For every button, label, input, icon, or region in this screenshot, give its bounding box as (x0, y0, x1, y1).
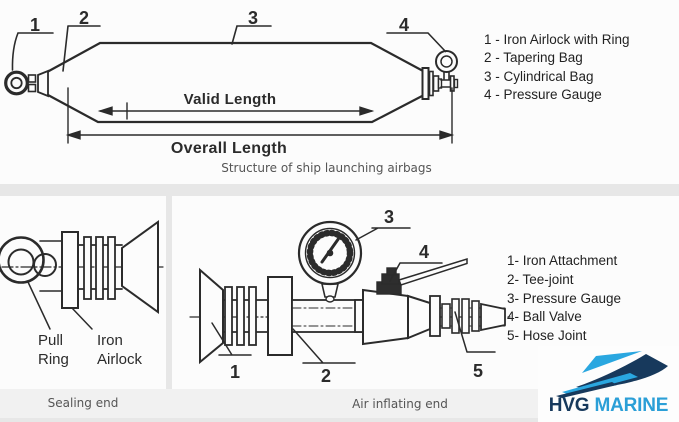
air-inflating-end-caption: Air inflating end (352, 397, 448, 411)
overall-length-dimension (65, 87, 455, 144)
airbag-overview-drawing: 1 2 3 4 Valid Length Overall Length (4, 8, 459, 157)
list-item: 1 - Iron Airlock with Ring (484, 32, 630, 47)
ball-valve-drawing (354, 257, 468, 346)
air-inflating-end-drawing: 1 2 3 4 5 (189, 207, 512, 386)
callout-1-label: 1 (230, 362, 240, 382)
list-item: 2- Tee-joint (507, 271, 574, 287)
callout-2-label: 2 (321, 366, 331, 386)
list-item: 4 - Pressure Gauge (484, 86, 602, 102)
valid-length-label: Valid Length (184, 91, 277, 108)
airlock-ring-drawing (4, 69, 49, 98)
overall-length-label: Overall Length (171, 140, 287, 157)
list-item: 2 - Tapering Bag (484, 50, 583, 66)
list-item: 1- Iron Attachment (507, 253, 618, 268)
top-legend: 1 - Iron Airlock with Ring 2 - Tapering … (484, 31, 630, 104)
list-item: 3 - Cylindrical Bag (484, 68, 594, 84)
iron-attachment-drawing (199, 267, 269, 365)
tee-joint-drawing (267, 276, 363, 356)
callout-1-label: 1 (30, 15, 40, 35)
ship-logo-icon (556, 351, 668, 398)
list-item: 5- Hose Joint (507, 328, 587, 344)
valve-gauge-assembly-drawing (421, 50, 459, 100)
list-item: 4- Ball Valve (507, 309, 582, 325)
sealing-end-caption: Sealing end (47, 396, 119, 410)
airbag-overview-panel: 1 2 3 4 Valid Length Overall Length Stru… (0, 0, 679, 184)
callout-3-label: 3 (248, 8, 258, 28)
logo-hvg-text: HVG (548, 395, 590, 416)
pull-ring-drawing (0, 236, 57, 284)
iron-airlock-label2: Airlock (97, 351, 143, 368)
pull-ring-label2: Ring (38, 351, 69, 368)
list-item: 3- Pressure Gauge (507, 290, 622, 306)
iron-airlock-drawing (39, 220, 159, 314)
hvg-marine-logo: HVG MARINE (538, 346, 679, 422)
logo-marine-text: MARINE (594, 395, 669, 416)
logo-wordmark: HVG MARINE (538, 395, 679, 417)
valid-length-dimension (97, 102, 375, 120)
top-caption: Structure of ship launching airbags (221, 161, 432, 175)
airbag-body-outline (46, 41, 426, 124)
callout-3-label: 3 (384, 207, 394, 227)
pull-ring-label: Pull (38, 332, 63, 349)
iron-airlock-label: Iron (97, 332, 123, 349)
callout-2-label: 2 (79, 8, 89, 28)
label-leaders (27, 281, 93, 330)
sealing-end-drawing: Pull Ring Iron Airlock (0, 220, 164, 368)
callout-5-label: 5 (473, 361, 483, 381)
pressure-gauge-drawing (297, 220, 363, 303)
air-legend: 1- Iron Attachment 2- Tee-joint 3- Press… (507, 252, 621, 346)
sealing-end-panel: Pull Ring Iron Airlock (0, 196, 166, 389)
callout-leaders (11, 25, 447, 72)
callout-leaders (211, 227, 496, 364)
callout-4-label: 4 (399, 15, 409, 35)
callout-4-label: 4 (419, 242, 429, 262)
